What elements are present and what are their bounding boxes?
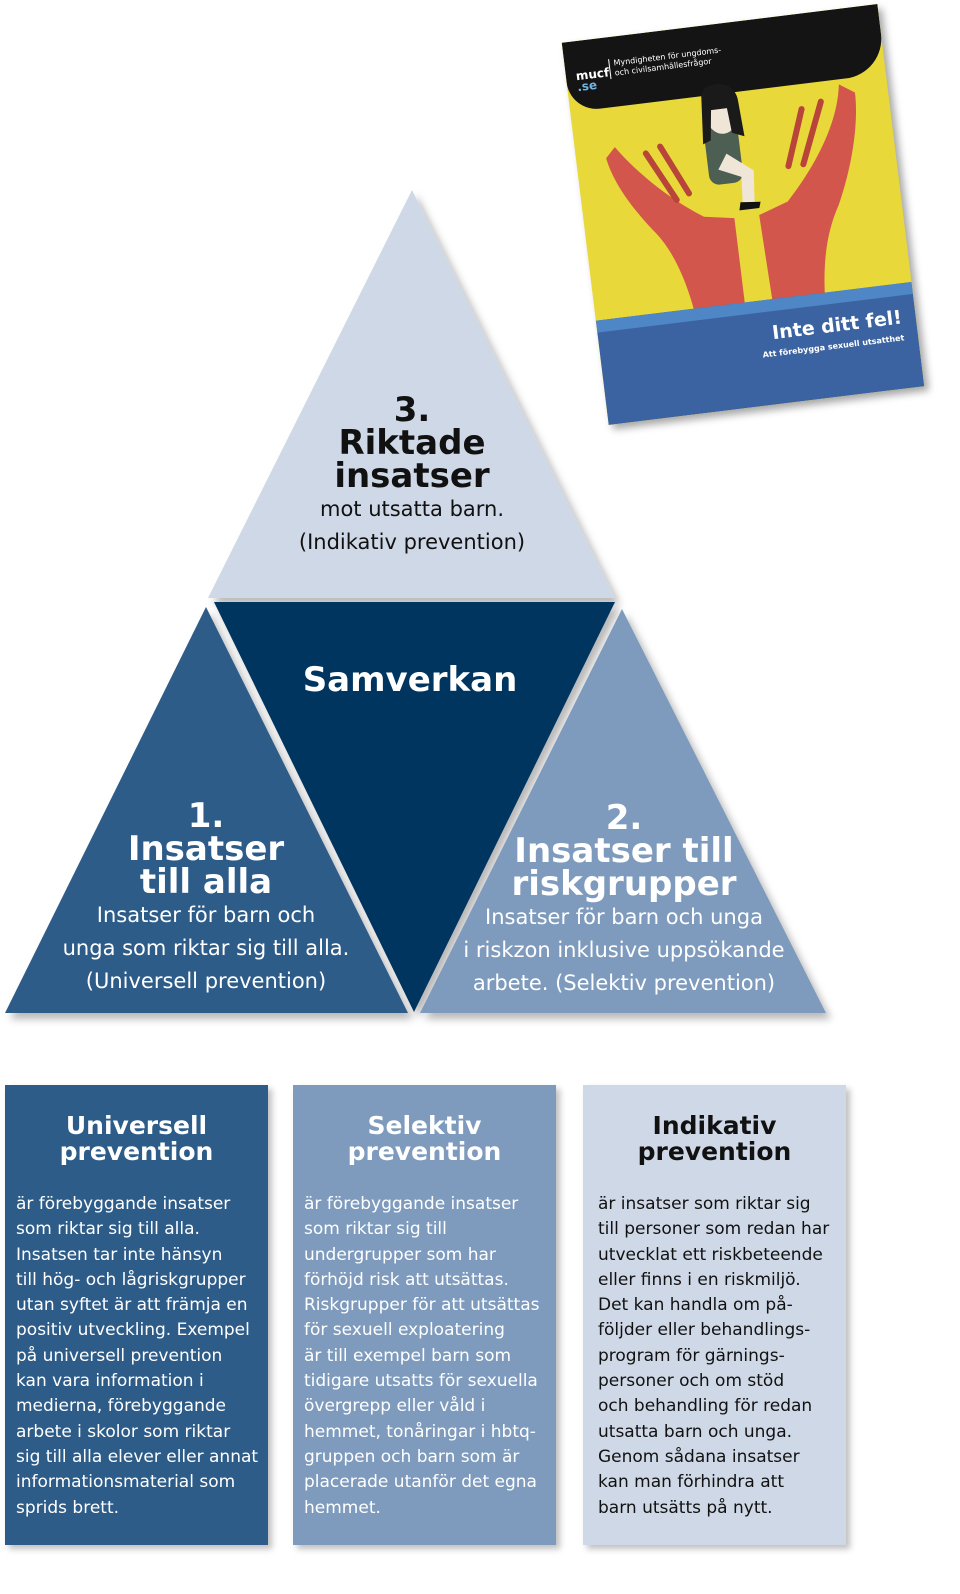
box-title-line1: Selektiv	[367, 1111, 482, 1140]
right-body-line1: Insatser för barn och unga	[485, 905, 763, 929]
box-body: är förebyggande insatser som riktar sig …	[16, 1194, 259, 1518]
cover-illustration	[606, 84, 857, 319]
prevention-pyramid	[5, 190, 826, 1013]
top-body-line2: (Indikativ prevention)	[298, 530, 526, 554]
box-title: Indikativ prevention	[583, 1113, 846, 1165]
left-body-line3: (Universell prevention)	[85, 969, 327, 993]
box-title-line2: prevention	[59, 1137, 214, 1166]
box-title-line2: prevention	[637, 1137, 792, 1166]
center-label: Samverkan	[280, 660, 540, 700]
box-title: Universell prevention	[5, 1113, 268, 1165]
left-triangle	[5, 607, 408, 1013]
brochure-cover: mucf .se Myndigheten för ungdoms- och ci…	[561, 4, 925, 425]
top-triangle	[208, 190, 615, 598]
right-triangle	[420, 609, 826, 1013]
box-body: är förebyggande insatser som riktar sig …	[304, 1194, 540, 1518]
right-triangle-text: 2. Insatser till riskgrupper Insatser fö…	[440, 798, 808, 1000]
box-body: är insatser som riktar sig till personer…	[598, 1194, 830, 1518]
box-selektiv: Selektiv prevention är förebyggande insa…	[293, 1085, 556, 1545]
center-inverted-triangle	[214, 602, 615, 1012]
right-number: 2.	[605, 798, 643, 838]
box-universell: Universell prevention är förebyggande in…	[5, 1085, 268, 1545]
box-title-line1: Indikativ	[652, 1111, 777, 1140]
right-heading-line2: riskgrupper	[511, 864, 737, 904]
top-triangle-text: 3. Riktade insatser mot utsatta barn. (I…	[262, 390, 562, 559]
left-body-line2: unga som riktar sig till alla.	[62, 936, 350, 960]
top-number: 3.	[393, 390, 431, 430]
top-heading-line1: Riktade	[338, 423, 486, 463]
left-triangle-text: 1. Insatser till alla Insatser för barn …	[26, 796, 386, 998]
left-body-line1: Insatser för barn och	[96, 903, 316, 927]
right-body-line2: i riskzon inklusive uppsökande	[463, 938, 785, 962]
box-title-line2: prevention	[347, 1137, 502, 1166]
box-indikativ: Indikativ prevention är insatser som rik…	[583, 1085, 846, 1545]
top-heading-line2: insatser	[334, 456, 490, 496]
samverkan-label: Samverkan	[302, 660, 518, 700]
left-number: 1.	[187, 796, 225, 836]
left-heading-line2: till alla	[139, 862, 273, 902]
box-title-line1: Universell	[65, 1111, 208, 1140]
top-body-line1: mot utsatta barn.	[319, 497, 505, 521]
box-title: Selektiv prevention	[293, 1113, 556, 1165]
right-heading-line1: Insatser till	[514, 831, 734, 871]
right-body-line3: arbete. (Selektiv prevention)	[472, 971, 776, 995]
left-heading-line1: Insatser	[127, 829, 285, 869]
